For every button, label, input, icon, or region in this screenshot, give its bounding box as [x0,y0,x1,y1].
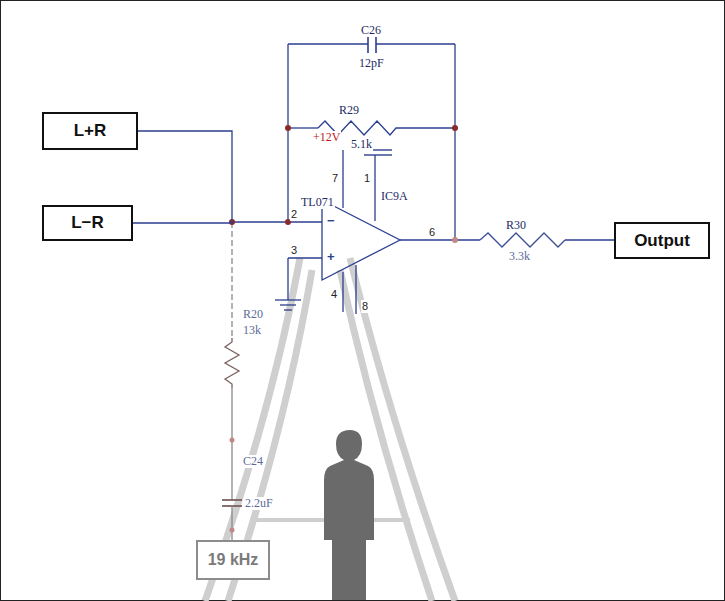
pin-number: 4 [330,288,338,301]
capacitor-symbol [368,35,376,53]
part-label: IC9A [380,190,409,203]
part-label: R20 [242,308,264,321]
box-label: 19 kHz [208,551,259,569]
pin-number: 3 [290,244,298,257]
watermark-figure [324,430,374,600]
part-label: TL071 [300,196,335,209]
part-label: 5.1k [350,138,373,151]
box-label: L−R [71,213,104,233]
pin-number: 7 [331,172,339,185]
wires [232,44,614,314]
ground-symbol [275,300,301,310]
input-box: L−R [42,205,133,241]
part-label: 12pF [358,57,385,70]
pin-number: 2 [290,208,298,221]
input-sign: − [326,214,336,227]
lower-branch [222,222,242,540]
part-label: C26 [360,24,382,37]
part-label: R30 [505,219,527,232]
pin-number: 1 [363,172,371,185]
wire-connector [133,131,232,223]
opamp-symbol [322,200,400,280]
part-label: 3.3k [508,250,531,263]
box-label: L+R [74,121,107,141]
pin-number: 8 [361,300,369,313]
input-sign: + [326,250,336,263]
part-label: 2.2uF [244,497,274,510]
part-label: R29 [338,104,360,117]
box-label: Output [634,231,690,251]
resistor-symbol [480,233,565,247]
output-box: Output [614,222,710,259]
signal-box: 19 kHz [196,540,270,580]
part-label: 13k [242,324,262,337]
part-label: C24 [242,455,264,468]
part-label: +12V [312,131,341,144]
pin-number: 6 [428,226,436,239]
input-box: L+R [42,112,138,150]
junction-dot [229,125,458,533]
